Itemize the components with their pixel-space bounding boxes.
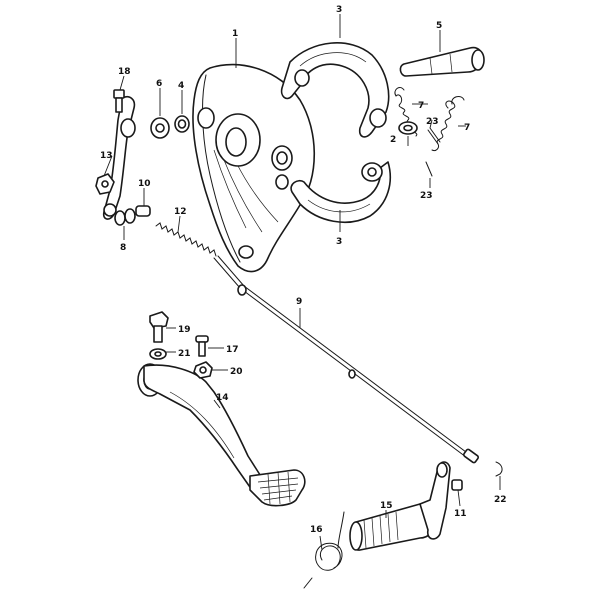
brake-panel xyxy=(192,63,315,273)
rod-spring-12 xyxy=(155,222,217,257)
callout-6: 6 xyxy=(156,79,162,89)
callout-23-lower: 23 xyxy=(420,191,433,201)
brake-pedal xyxy=(137,363,306,507)
cotter-pin-22 xyxy=(495,461,503,477)
brake-shoe-upper xyxy=(280,42,390,138)
washer-21 xyxy=(149,348,167,360)
brake-shoe-lower xyxy=(290,161,392,223)
callout-11: 11 xyxy=(454,509,467,519)
indicator-plate xyxy=(150,117,170,139)
callout-15: 15 xyxy=(380,501,393,511)
callout-8: 8 xyxy=(120,243,126,253)
callout-3-lower: 3 xyxy=(336,237,342,247)
callout-22: 22 xyxy=(494,495,507,505)
felt-seal xyxy=(174,115,190,133)
callout-7-left: 7 xyxy=(418,101,424,111)
cotter-pin-23 xyxy=(425,127,441,177)
callout-12: 12 xyxy=(174,207,187,217)
callout-1: 1 xyxy=(232,29,238,39)
callout-23-upper: 23 xyxy=(426,117,439,127)
callout-16: 16 xyxy=(310,525,323,535)
callout-3-upper: 3 xyxy=(336,5,342,15)
callout-4: 4 xyxy=(178,81,184,91)
washer-2 xyxy=(398,121,418,135)
bolt-18 xyxy=(113,89,125,113)
pin-11 xyxy=(451,479,463,491)
callout-5: 5 xyxy=(436,21,442,31)
callout-10: 10 xyxy=(138,179,151,189)
callout-21: 21 xyxy=(178,349,191,359)
callout-17: 17 xyxy=(226,345,239,355)
return-spring-16 xyxy=(303,511,345,589)
nut-13 xyxy=(95,173,115,195)
anchor-pin xyxy=(399,46,485,77)
callout-2: 2 xyxy=(390,135,396,145)
brake-rod-9 xyxy=(213,255,480,464)
callout-14: 14 xyxy=(216,393,229,403)
callout-9: 9 xyxy=(296,297,302,307)
leader-lines xyxy=(103,14,501,551)
callout-19: 19 xyxy=(178,325,191,335)
callout-labels: 1 3 3 5 6 4 18 7 7 2 23 23 13 10 8 12 9 … xyxy=(100,5,507,535)
joint-pin-10 xyxy=(135,205,151,217)
bolt-19 xyxy=(149,311,169,343)
callout-20: 20 xyxy=(230,367,243,377)
callout-7-right: 7 xyxy=(464,123,470,133)
callout-18: 18 xyxy=(118,67,131,77)
callout-13: 13 xyxy=(100,151,113,161)
bolt-17 xyxy=(195,335,209,357)
washer-8 xyxy=(114,208,136,226)
nut-20 xyxy=(193,361,213,379)
brake-cam-shaft xyxy=(349,461,451,551)
